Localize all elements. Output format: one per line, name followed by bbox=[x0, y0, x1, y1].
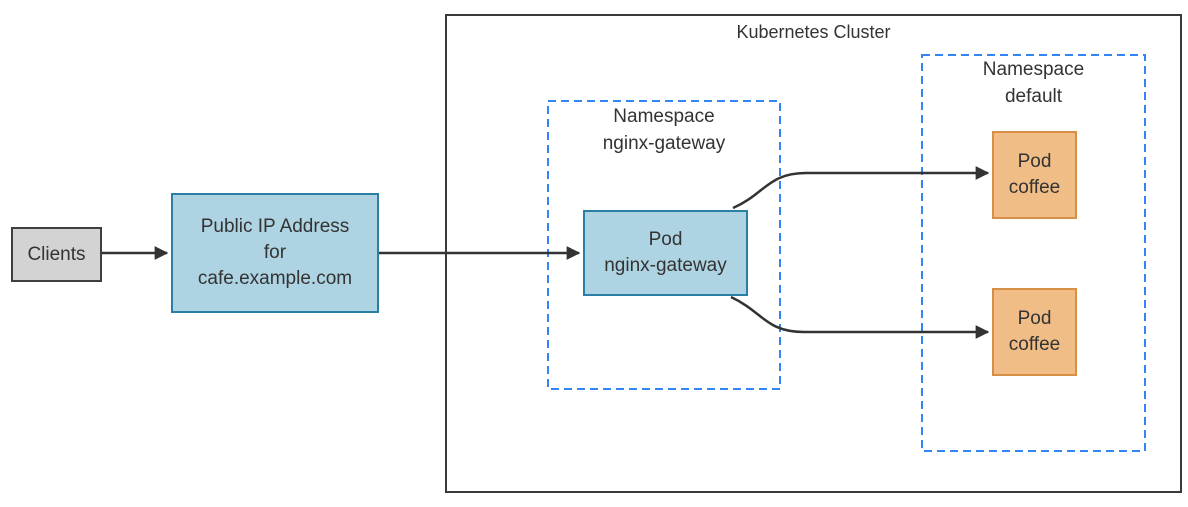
pod-coffee-node-bottom: Pod coffee bbox=[992, 288, 1077, 376]
pod-nginx-gateway-node: Pod nginx-gateway bbox=[583, 210, 748, 296]
clients-node: Clients bbox=[11, 227, 102, 282]
public-ip-address-node: Public IP Address for cafe.example.com bbox=[171, 193, 379, 313]
pod-coffee-node-top: Pod coffee bbox=[992, 131, 1077, 219]
cluster-title: Kubernetes Cluster bbox=[736, 22, 891, 42]
namespace-default-label: Namespace default bbox=[982, 59, 1085, 107]
namespace-nginx-gateway-label: Namespace nginx-gateway bbox=[602, 106, 726, 154]
